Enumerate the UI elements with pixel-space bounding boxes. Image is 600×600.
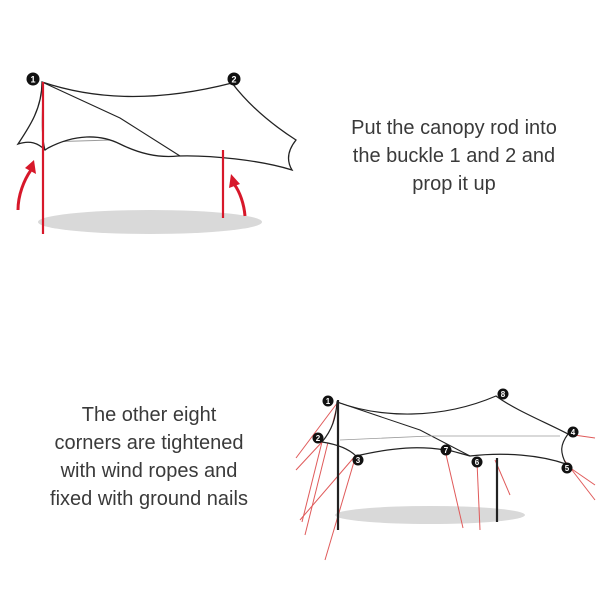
marker-badge-1: 1 <box>26 72 40 86</box>
ground-shadow <box>335 506 525 524</box>
up-arrow-icon <box>16 160 36 211</box>
step1-caption: Put the canopy rod into the buckle 1 and… <box>318 114 590 198</box>
caption-line: prop it up <box>412 173 496 195</box>
svg-text:6: 6 <box>475 458 480 467</box>
marker-badge-5: 5 <box>561 462 573 474</box>
ground-shadow <box>38 210 262 234</box>
marker-badge-2: 2 <box>312 432 324 444</box>
svg-text:8: 8 <box>501 390 506 399</box>
marker-badge-8: 8 <box>497 388 509 400</box>
caption-line: fixed with ground nails <box>50 488 248 510</box>
tarp-fold-line <box>339 435 560 441</box>
caption-line: the buckle 1 and 2 and <box>352 145 556 167</box>
caption-line: The other eight <box>81 404 217 426</box>
marker-badge-2: 2 <box>227 72 241 86</box>
marker-badge-4: 4 <box>567 426 579 438</box>
up-arrow-icon <box>229 174 247 217</box>
svg-text:7: 7 <box>444 446 449 455</box>
caption-line: with wind ropes and <box>60 460 238 482</box>
svg-text:3: 3 <box>356 456 361 465</box>
caption-line: corners are tightened <box>54 432 244 454</box>
marker-badge-3: 3 <box>352 454 364 466</box>
svg-text:2: 2 <box>231 75 236 85</box>
svg-text:4: 4 <box>571 428 576 437</box>
tarp-outline <box>320 395 569 466</box>
caption-line: Put the canopy rod into <box>351 117 557 139</box>
svg-text:1: 1 <box>326 397 331 406</box>
step2-caption: The other eight corners are tightened wi… <box>4 401 294 513</box>
svg-text:2: 2 <box>316 434 321 443</box>
marker-badge-6: 6 <box>471 456 483 468</box>
tarp-ridge <box>336 401 471 457</box>
svg-text:5: 5 <box>565 464 570 473</box>
marker-badge-1: 1 <box>322 395 334 407</box>
marker-badge-7: 7 <box>440 444 452 456</box>
svg-text:1: 1 <box>30 75 35 85</box>
tarp-ridge <box>41 81 181 157</box>
